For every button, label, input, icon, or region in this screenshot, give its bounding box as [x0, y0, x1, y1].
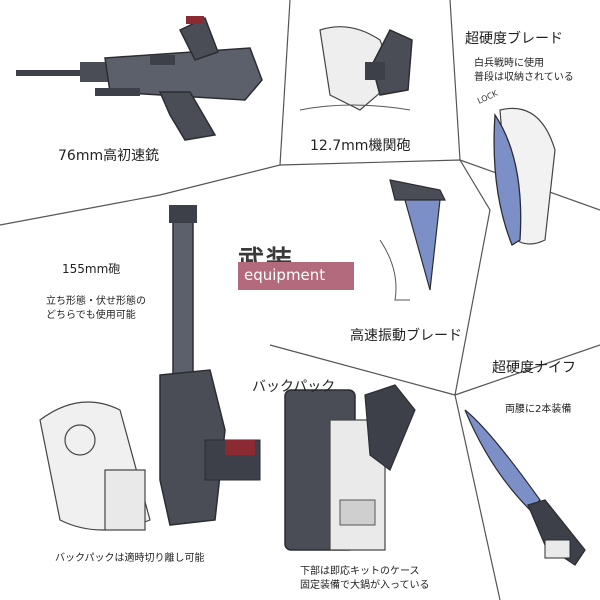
- hard-blade-label: 超硬度ブレード: [465, 31, 563, 47]
- backpack-note-2: 固定装備で大鍋が入っている: [300, 580, 430, 591]
- title-block: 武装 equipment: [238, 240, 354, 290]
- cannon-illustration: [39, 205, 261, 531]
- machine-gun-label: 12.7mm機関砲: [310, 138, 411, 154]
- vibration-blade-label: 高速振動ブレード: [350, 328, 462, 344]
- machine-gun-illustration: [299, 26, 413, 111]
- backpack-note-1: 下部は即応キットのケース: [300, 566, 420, 577]
- knife-label: 超硬度ナイフ: [492, 360, 576, 376]
- title-sub: equipment: [244, 266, 326, 284]
- vibration-blade-illustration: [379, 179, 446, 301]
- backpack-illustration: [284, 384, 416, 551]
- knife-illustration: [464, 409, 586, 566]
- hard-blade-note-1: 白兵戦時に使用: [474, 58, 544, 69]
- lock-mark: LOCK: [476, 88, 500, 105]
- rifle-illustration: [16, 16, 263, 141]
- knife-note: 両腰に2本装備: [505, 404, 572, 415]
- backpack-label: バックパック: [252, 379, 336, 395]
- cannon-label: 155mm砲: [62, 262, 121, 276]
- rifle-label: 76mm高初速銃: [58, 148, 160, 164]
- cannon-footer: バックパックは適時切り離し可能: [55, 553, 205, 564]
- title-band: [238, 262, 354, 290]
- hard-blade-note-2: 普段は収納されている: [474, 72, 574, 83]
- cannon-note-1: 立ち形態・伏せ形態の: [46, 296, 146, 307]
- cannon-note-2: どちらでも使用可能: [46, 310, 136, 321]
